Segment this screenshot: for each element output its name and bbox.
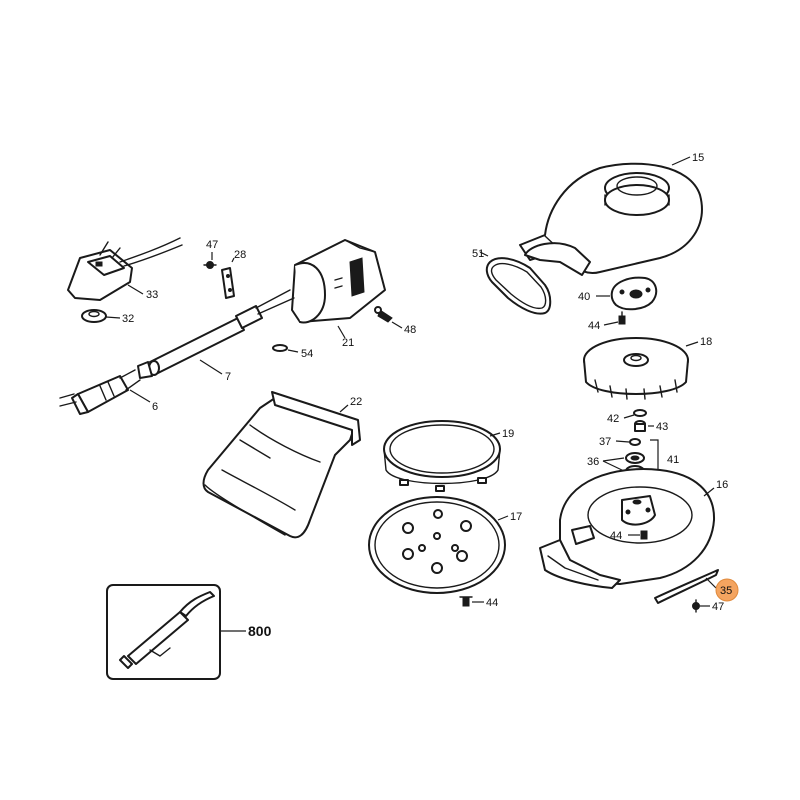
- leader-44a: [603, 321, 619, 326]
- part-43-nut[interactable]: [634, 420, 646, 432]
- part-6-plug[interactable]: [59, 369, 141, 415]
- leader-7: [199, 359, 223, 375]
- leader-16: [703, 487, 715, 497]
- label-43: 43: [656, 421, 668, 433]
- part-17-sanding-pad[interactable]: [368, 496, 506, 594]
- label-7: 7: [225, 371, 231, 383]
- label-44a: 44: [588, 320, 600, 332]
- leader-28: [231, 257, 235, 263]
- label-21: 21: [342, 337, 354, 349]
- leader-37: [615, 440, 630, 443]
- part-47-screw-lower[interactable]: [692, 599, 700, 613]
- part-800-kit-box[interactable]: [106, 584, 221, 680]
- part-47-screw-upper[interactable]: [203, 261, 217, 269]
- label-800: 800: [248, 623, 272, 639]
- label-44b: 44: [610, 530, 622, 542]
- leader-36a: [602, 457, 625, 462]
- label-41: 41: [667, 454, 679, 466]
- part-22-dust-bag[interactable]: [202, 391, 361, 539]
- part-51-seal-ring[interactable]: [485, 257, 552, 315]
- leader-54: [287, 349, 299, 353]
- part-7-cord[interactable]: [137, 289, 295, 379]
- part-33-switch[interactable]: [67, 237, 183, 301]
- label-42: 42: [607, 413, 619, 425]
- leader-6: [129, 389, 151, 403]
- leader-36b: [602, 460, 625, 472]
- label-18: 18: [700, 336, 712, 348]
- leader-21: [337, 325, 346, 339]
- label-19: 19: [502, 428, 514, 440]
- part-32-switch-boot[interactable]: [81, 309, 107, 323]
- leader-42: [623, 414, 635, 419]
- part-44-screw-pad[interactable]: [459, 596, 473, 607]
- label-48: 48: [404, 324, 416, 336]
- leader-51: [479, 251, 489, 257]
- label-51: 51: [472, 248, 484, 260]
- part-35-clip[interactable]: [654, 569, 719, 604]
- label-44c: 44: [486, 597, 498, 609]
- part-48-screw[interactable]: [374, 306, 393, 323]
- part-44-screw-middle[interactable]: [640, 530, 648, 540]
- label-28: 28: [234, 249, 246, 261]
- label-35: 35: [720, 585, 732, 597]
- highlight-35[interactable]: [715, 578, 739, 602]
- part-21-motor-housing[interactable]: [291, 239, 386, 324]
- label-40: 40: [578, 291, 590, 303]
- leader-48: [391, 321, 403, 329]
- leader-35: [705, 577, 717, 589]
- part-19-ring[interactable]: [383, 420, 501, 492]
- leader-33: [127, 284, 144, 295]
- label-37: 37: [599, 436, 611, 448]
- label-47b: 47: [712, 601, 724, 613]
- part-44-screw-upper[interactable]: [618, 311, 626, 325]
- label-47a: 47: [206, 239, 218, 251]
- label-15: 15: [692, 152, 704, 164]
- leader-19: [489, 432, 501, 437]
- leader-15: [671, 156, 691, 166]
- part-37-retainer[interactable]: [629, 438, 641, 446]
- label-16: 16: [716, 479, 728, 491]
- part-18-fan[interactable]: [583, 337, 689, 400]
- label-36: 36: [587, 456, 599, 468]
- label-17: 17: [510, 511, 522, 523]
- part-42-washer[interactable]: [633, 409, 647, 417]
- label-32: 32: [122, 313, 134, 325]
- part-15-dust-housing[interactable]: [519, 162, 703, 276]
- leader-17: [497, 515, 509, 521]
- part-28-plate[interactable]: [221, 267, 235, 299]
- part-40-bearing-plate[interactable]: [610, 276, 658, 311]
- part-54-ring[interactable]: [272, 344, 288, 352]
- label-6: 6: [152, 401, 158, 413]
- leader-32: [105, 316, 121, 319]
- leader-18: [685, 341, 699, 347]
- part-16-base-housing[interactable]: [539, 468, 716, 589]
- label-22: 22: [350, 396, 362, 408]
- label-54: 54: [301, 348, 313, 360]
- label-33: 33: [146, 289, 158, 301]
- leader-22: [339, 404, 349, 413]
